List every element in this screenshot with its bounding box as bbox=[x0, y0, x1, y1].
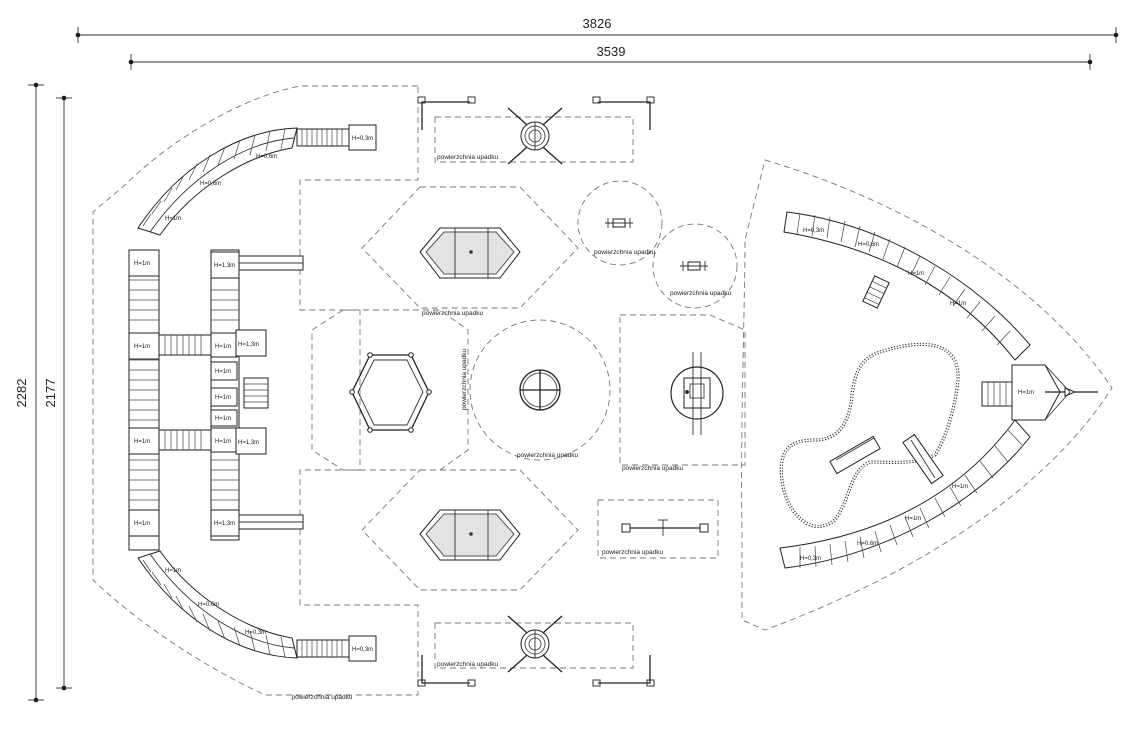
spring-rider-2-label: powierzchnia upadku bbox=[670, 290, 731, 297]
h1-label-f: H=1m bbox=[215, 369, 231, 375]
h1-label-topleft: H=1m bbox=[165, 216, 181, 222]
gazebo-label: powierzchnia upadku bbox=[461, 349, 468, 410]
bottom-swing: powierzchnia upadku bbox=[417, 615, 655, 687]
top-sandbox-label: powierzchnia upadku bbox=[422, 310, 483, 317]
h13m-label-b: H=1,3m bbox=[238, 440, 259, 446]
spring-rider-2: powierzchnia upadku bbox=[652, 223, 738, 309]
left-fall-zone-label: powierzchnia upadku bbox=[291, 694, 352, 701]
top-swing: powierzchnia upadku bbox=[417, 96, 655, 165]
spinner-area-label: powierzchnia upadku bbox=[622, 465, 683, 472]
ship-area: H=0,3m H=0,6m H=1m H=1m H=1m bbox=[741, 159, 1113, 631]
h06-label-ship-top: H=0,6m bbox=[858, 242, 879, 248]
top-sandbox: powierzchnia upadku bbox=[361, 186, 579, 317]
h1-label-i: H=1m bbox=[215, 439, 231, 445]
h06-label-bottom: H=0,6m bbox=[198, 602, 219, 608]
top-swing-label: powierzchnia upadku bbox=[437, 154, 498, 161]
outer-height-dimension: 2282 bbox=[14, 379, 29, 408]
h13-label-top: H=1,3m bbox=[214, 263, 235, 269]
outer-width-dimension: 3826 bbox=[583, 16, 612, 31]
h1-label-bottomleft: H=1m bbox=[165, 568, 181, 574]
h06-label-top2: H=0,6m bbox=[200, 181, 221, 187]
inner-height-dimension: 2177 bbox=[43, 379, 58, 408]
h1-label-d: H=1m bbox=[134, 521, 150, 527]
h1-label-g: H=1m bbox=[215, 395, 231, 401]
h1-label-ship-d: H=1m bbox=[905, 516, 921, 522]
h06-label-top: H=0,6m bbox=[256, 154, 277, 160]
h1-label-b: H=1m bbox=[134, 344, 150, 350]
h03-label-ship-top: H=0,3m bbox=[803, 228, 824, 234]
inner-width-dimension: 3539 bbox=[597, 44, 626, 59]
h1-label-ship-b: H=1m bbox=[950, 301, 966, 307]
left-curved-bridge: H=0,6m H=0,6m H=1m H=0,3m H=0,3m H=0,6m … bbox=[128, 124, 377, 662]
left-fall-zone: powierzchnia upadku bbox=[92, 85, 419, 701]
spinner-area: powierzchnia upadku bbox=[619, 314, 746, 472]
carousel: powierzchnia upadku bbox=[469, 319, 611, 461]
dimension-lines: 3826 3539 2282 2177 bbox=[14, 16, 1119, 703]
h1-label-bow: H=1m bbox=[1018, 390, 1034, 396]
h03-label-bottomarc: H=0,3m bbox=[245, 630, 266, 636]
seesaw: powierzchnia upadku bbox=[597, 499, 719, 559]
carousel-label: powierzchnia upadku bbox=[517, 452, 578, 459]
h06-label-ship-bottom: H=0,6m bbox=[857, 541, 878, 547]
h1-label-e: H=1m bbox=[215, 344, 231, 350]
h1-label-ship-c: H=1m bbox=[952, 484, 968, 490]
bottom-swing-label: powierzchnia upadku bbox=[437, 661, 498, 668]
h13m-label-a: H=1,3m bbox=[238, 342, 259, 348]
bottom-sandbox bbox=[361, 469, 579, 591]
h03-label-ship-bottom: H=0,3m bbox=[800, 556, 821, 562]
spring-rider-1: powierzchnia upadku bbox=[577, 180, 663, 266]
h1-label-c: H=1m bbox=[134, 439, 150, 445]
h03-label-bottom: H=0,3m bbox=[352, 647, 373, 653]
seesaw-label: powierzchnia upadku bbox=[602, 549, 663, 556]
h1-label-a: H=1m bbox=[134, 261, 150, 267]
h13-label-bottom: H=1,3m bbox=[214, 521, 235, 527]
gazebo: powierzchnia upadku bbox=[311, 309, 469, 471]
h1-label-ship-a: H=1m bbox=[908, 271, 924, 277]
h1-label-h: H=1m bbox=[215, 416, 231, 422]
h03-label-top: H=0,3m bbox=[352, 136, 373, 142]
spring-rider-1-label: powierzchnia upadku bbox=[594, 249, 655, 256]
